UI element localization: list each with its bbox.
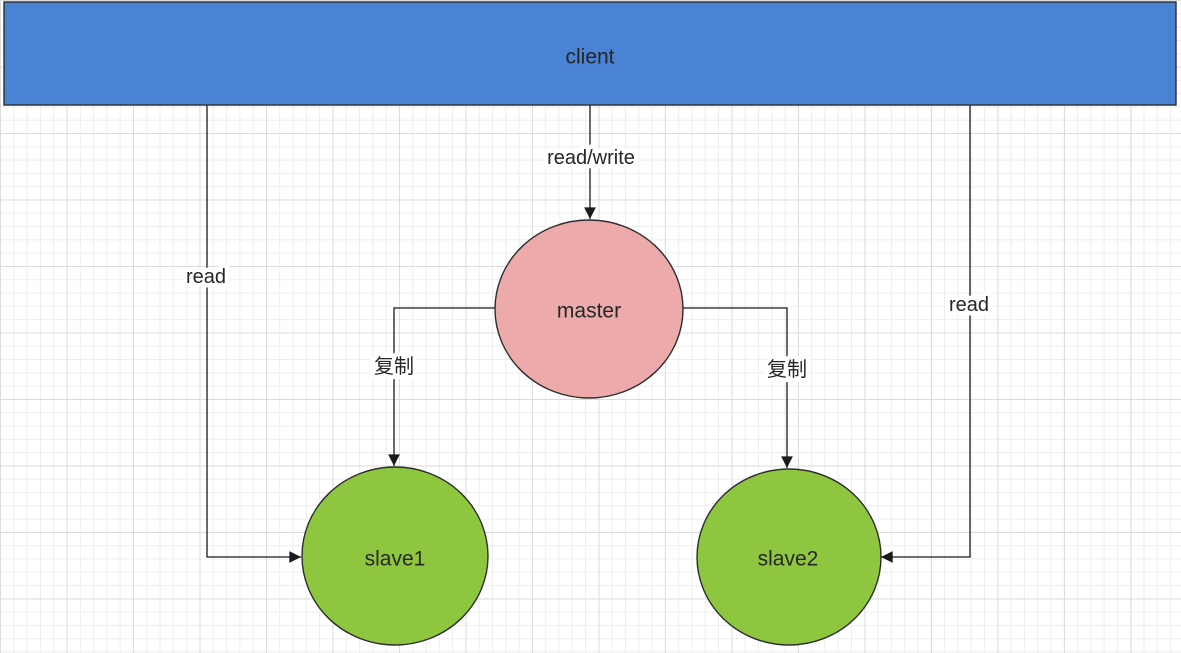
- edge-client-slave2[interactable]: [881, 105, 971, 563]
- edge-label-read-left: read: [186, 266, 226, 288]
- slave1-node[interactable]: [301, 466, 489, 646]
- master-node-label: master: [557, 300, 621, 323]
- edges: [206, 105, 971, 563]
- edge-label-read-right: read: [949, 294, 989, 316]
- edge-labels: read/write read read 复制 复制: [181, 143, 993, 386]
- slave2-node-label: slave2: [758, 548, 819, 571]
- edge-label-replicate-left: 复制: [374, 355, 414, 378]
- client-node-label: client: [565, 46, 614, 69]
- edge-master-slave1[interactable]: [388, 307, 495, 466]
- edge-label-read-write: read/write: [547, 147, 635, 169]
- edge-master-slave2[interactable]: [683, 307, 793, 468]
- slave1-node-label: slave1: [365, 548, 426, 571]
- client-node[interactable]: [3, 1, 1177, 106]
- edge-client-slave1[interactable]: [206, 105, 301, 563]
- slave2-node[interactable]: [696, 468, 882, 646]
- master-node[interactable]: [494, 219, 684, 399]
- node-labels: client master slave1 slave2: [365, 46, 819, 571]
- nodes: [3, 1, 1177, 646]
- edge-label-replicate-right: 复制: [767, 358, 807, 381]
